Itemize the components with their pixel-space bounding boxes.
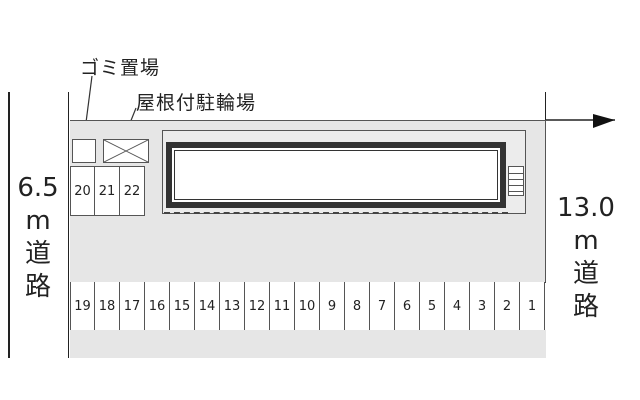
parking-space: 2 bbox=[495, 282, 520, 330]
left-road-inner-edge bbox=[68, 92, 69, 358]
eave-line bbox=[164, 212, 508, 214]
left-road-edge bbox=[8, 92, 10, 358]
cross-box-icon bbox=[104, 140, 148, 162]
parking-space: 4 bbox=[445, 282, 470, 330]
parking-space: 6 bbox=[395, 282, 420, 330]
left-road-word2: 路 bbox=[24, 272, 51, 302]
parking-space: 9 bbox=[320, 282, 345, 330]
left-road-unit: m bbox=[25, 206, 51, 236]
right-road-word2: 路 bbox=[572, 292, 599, 322]
parking-space: 22 bbox=[120, 166, 145, 216]
parking-space: 8 bbox=[345, 282, 370, 330]
parking-space: 12 bbox=[245, 282, 270, 330]
left-road-word1: 道 bbox=[24, 239, 51, 269]
bicycle-parking-label: 屋根付駐輪場 bbox=[136, 92, 257, 114]
parking-space: 11 bbox=[270, 282, 295, 330]
parking-space: 18 bbox=[95, 282, 120, 330]
left-road-label: 6.5 m 道 路 bbox=[16, 172, 60, 304]
road-area bbox=[70, 330, 546, 358]
parking-space: 1 bbox=[520, 282, 545, 330]
parking-top-row: 20 21 22 bbox=[70, 166, 145, 216]
north-arrow-icon bbox=[545, 114, 615, 128]
parking-space: 20 bbox=[70, 166, 95, 216]
garbage-area-label: ゴミ置場 bbox=[80, 57, 161, 79]
parking-space: 5 bbox=[420, 282, 445, 330]
garbage-area-box bbox=[72, 139, 96, 163]
right-road-label: 13.0 m 道 路 bbox=[555, 192, 617, 324]
parking-space: 7 bbox=[370, 282, 395, 330]
parking-space: 21 bbox=[95, 166, 120, 216]
right-road-word1: 道 bbox=[572, 259, 599, 289]
parking-space: 10 bbox=[295, 282, 320, 330]
parking-space: 3 bbox=[470, 282, 495, 330]
parking-space: 14 bbox=[195, 282, 220, 330]
parking-space: 17 bbox=[120, 282, 145, 330]
parking-space: 13 bbox=[220, 282, 245, 330]
parking-space: 15 bbox=[170, 282, 195, 330]
parking-bottom-row: 19 18 17 16 15 14 13 12 11 10 9 8 7 6 5 … bbox=[70, 282, 545, 330]
stairs bbox=[508, 166, 524, 196]
building bbox=[166, 142, 506, 208]
left-road-width: 6.5 bbox=[17, 173, 59, 203]
right-road-unit: m bbox=[573, 226, 599, 256]
parking-space: 19 bbox=[70, 282, 95, 330]
parking-space: 16 bbox=[145, 282, 170, 330]
bicycle-parking-box bbox=[103, 139, 149, 163]
right-road-width: 13.0 bbox=[557, 193, 615, 223]
